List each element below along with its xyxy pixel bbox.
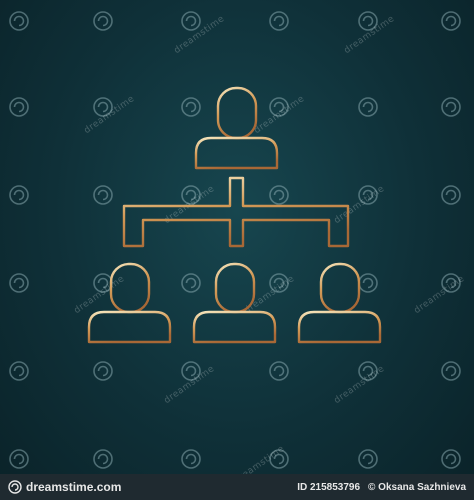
footer-bar: dreamstime.com ID 215853796 © Oksana Saz… <box>0 474 474 500</box>
leader-person-icon <box>194 86 279 170</box>
footer-brand: dreamstime.com <box>8 480 121 494</box>
hierarchy-connector <box>122 176 350 248</box>
team-member-left-icon <box>87 262 172 344</box>
author-credit: © Oksana Sazhnieva <box>368 481 466 493</box>
image-id: ID 215853796 <box>297 481 361 493</box>
organization-hierarchy-icon <box>87 86 382 344</box>
team-member-right-icon <box>297 262 382 344</box>
dreamstime-logo-icon <box>8 480 22 494</box>
footer-brand-text[interactable]: dreamstime.com <box>26 480 122 494</box>
team-member-center-icon <box>192 262 277 344</box>
footer-info: ID 215853796 © Oksana Sazhnieva <box>297 482 466 493</box>
